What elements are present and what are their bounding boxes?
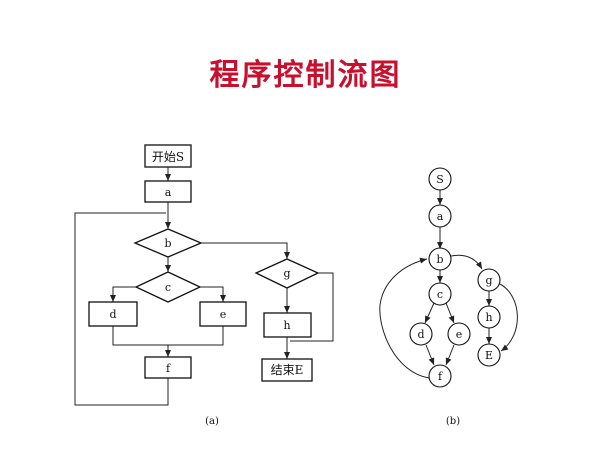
process-box-d	[88, 301, 138, 327]
graph-node-end-label: E	[485, 349, 493, 362]
process-box-h	[263, 312, 312, 338]
graph-node-f	[428, 364, 452, 388]
graph-node-d	[409, 322, 433, 346]
graph-edges	[379, 190, 518, 379]
start-label: 开始S	[152, 150, 184, 164]
graph-node-e-label: e	[456, 328, 463, 341]
caption-a: (a)	[205, 416, 219, 427]
graph-node-d-label: d	[417, 328, 424, 341]
flowchart-connectors	[74, 167, 334, 406]
graph-node-g-label: g	[485, 274, 492, 287]
caption-b: (b)	[446, 416, 460, 427]
decision-label-g: g	[283, 267, 290, 280]
graph-node-b-label: b	[436, 253, 443, 266]
graph-node-e	[447, 322, 471, 346]
control-flow-graph: S a b c d e f g h E (b)	[379, 167, 518, 427]
graph-node-end	[477, 343, 501, 367]
process-label-h: h	[283, 319, 290, 332]
graph-node-g	[477, 268, 501, 292]
graph-node-c-label: c	[437, 288, 443, 301]
graph-node-a	[428, 204, 452, 228]
flowchart: 开始S a b c d e f g h 结束E (a)	[74, 144, 334, 427]
process-box-f	[144, 356, 192, 379]
graph-node-b	[428, 247, 452, 271]
process-label-d: d	[109, 308, 116, 321]
decision-label-b: b	[164, 237, 171, 250]
process-label-e: e	[220, 308, 227, 321]
process-box-a	[144, 180, 192, 203]
graph-node-f-label: f	[438, 370, 443, 383]
process-label-a: a	[165, 186, 172, 199]
decision-label-c: c	[165, 281, 171, 294]
decision-diamond-b	[133, 228, 203, 258]
decision-diamond-c	[134, 271, 202, 303]
end-label: 结束E	[271, 363, 304, 377]
process-label-f: f	[166, 362, 171, 375]
page-title: 程序控制流图	[209, 58, 402, 93]
graph-node-c	[428, 282, 452, 306]
end-box	[261, 358, 313, 382]
decision-diamond-g	[254, 258, 320, 289]
graph-node-a-label: a	[437, 210, 444, 223]
graph-node-h	[477, 305, 501, 329]
graph-node-s	[428, 167, 452, 191]
graph-node-h-label: h	[485, 311, 492, 324]
process-box-e	[199, 301, 247, 327]
graph-node-s-label: S	[436, 173, 444, 186]
start-box	[144, 144, 192, 168]
